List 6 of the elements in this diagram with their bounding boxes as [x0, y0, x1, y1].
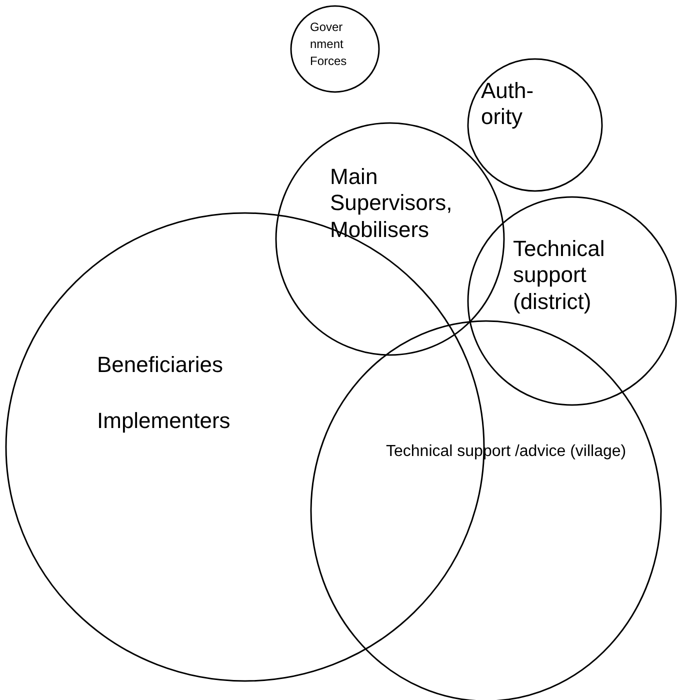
circle-label: Auth- ority	[481, 78, 535, 131]
circle-label: Beneficiaries	[97, 352, 224, 378]
circle-label: Technical support (district)	[513, 236, 606, 316]
circle-label: Implementers	[97, 408, 232, 434]
circle-label: Main Supervisors, Mobilisers	[330, 164, 454, 244]
circle-label: Gover nment Forces	[310, 19, 348, 70]
